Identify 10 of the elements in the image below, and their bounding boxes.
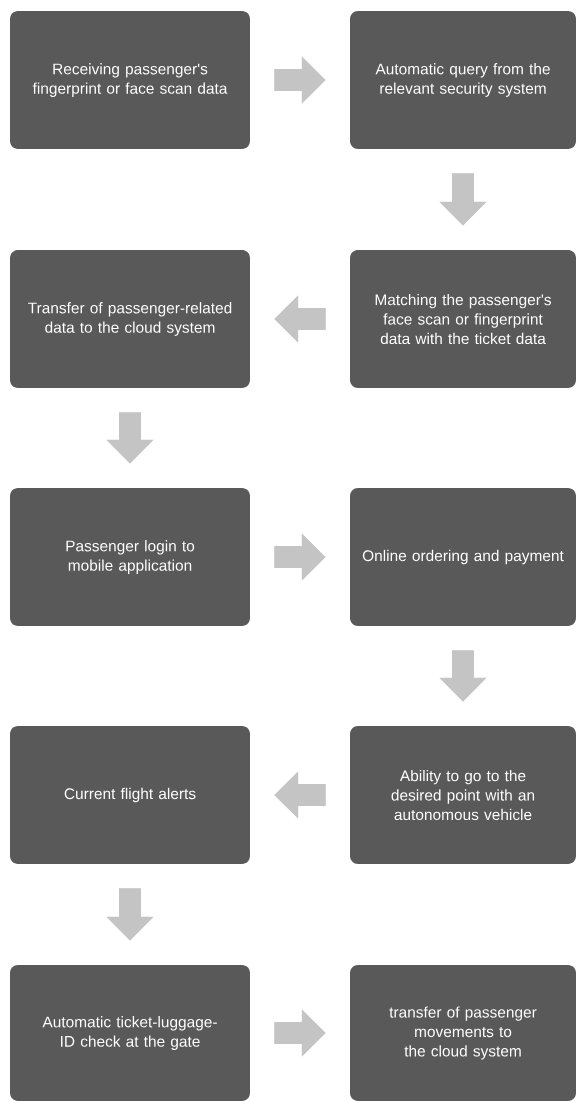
- process-box: Receiving passenger's fingerprint or face scan data: [10, 11, 250, 149]
- process-box: Passenger login to mobile application: [10, 488, 250, 626]
- process-box: Automatic query from the relevant security system: [350, 11, 576, 149]
- process-box: Automatic ticket-luggage-ID check at the gate: [10, 965, 250, 1101]
- process-box: Transfer of passenger-related data to the cloud system: [10, 250, 250, 388]
- process-box: transfer of passenger movements to the cloud system: [350, 965, 576, 1101]
- process-box: Ability to go to the desired point with an autonomous vehicle: [350, 726, 576, 864]
- process-box: Online ordering and payment: [350, 488, 576, 626]
- process-box: Current flight alerts: [10, 726, 250, 864]
- process-box: Matching the passenger's face scan or fingerprint data with the ticket data: [350, 250, 576, 388]
